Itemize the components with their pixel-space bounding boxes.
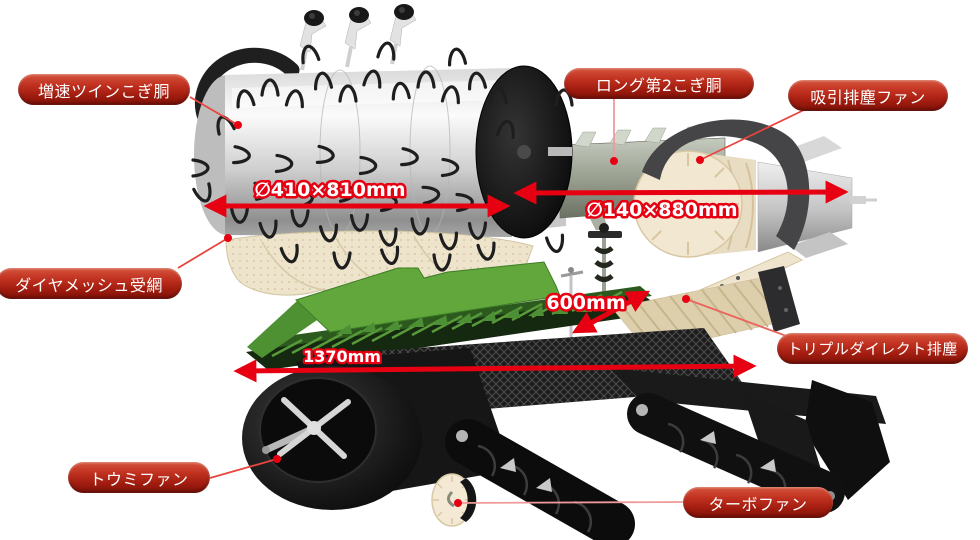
dimension-second-drum: ∅140×880mm [586, 199, 737, 221]
dimension-main-drum: ∅410×810mm [254, 179, 405, 201]
callout-leader-lines [177, 96, 807, 504]
dimension-arrows [203, 180, 849, 383]
arrow-sieve-depth [571, 290, 651, 334]
arrow-second-drum [513, 180, 849, 205]
callout-winnowing-fan: トウミファン [68, 462, 210, 493]
arrow-overall-width [233, 354, 757, 383]
grain-auger [588, 223, 622, 296]
dimension-sieve-depth: 600mm [546, 292, 625, 314]
drum-top-brackets [299, 4, 417, 71]
callout-long-second-drum: ロング第2こぎ胴 [564, 68, 754, 99]
callout-anchor-dots [224, 121, 704, 507]
callout-mesh-concave: ダイヤメッシュ受網 [0, 268, 182, 299]
winnowing-fan-drum [242, 366, 422, 510]
auger-troughs [445, 393, 845, 540]
callout-suction-fan: 吸引排塵ファン [788, 80, 948, 111]
main-threshing-drum [194, 4, 573, 239]
callout-twin-drum: 増速ツインこぎ胴 [18, 74, 190, 105]
turbo-fan-disc [431, 473, 477, 527]
callout-turbo-fan: ターボファン [683, 487, 833, 518]
fan-scroll-band [642, 119, 810, 250]
callout-triple-direct-exhaust: トリプルダイレクト排塵 [777, 333, 968, 364]
fan-spinner [262, 397, 351, 459]
dimension-overall-width: 1370mm [303, 347, 381, 366]
cleaning-section [242, 328, 890, 540]
